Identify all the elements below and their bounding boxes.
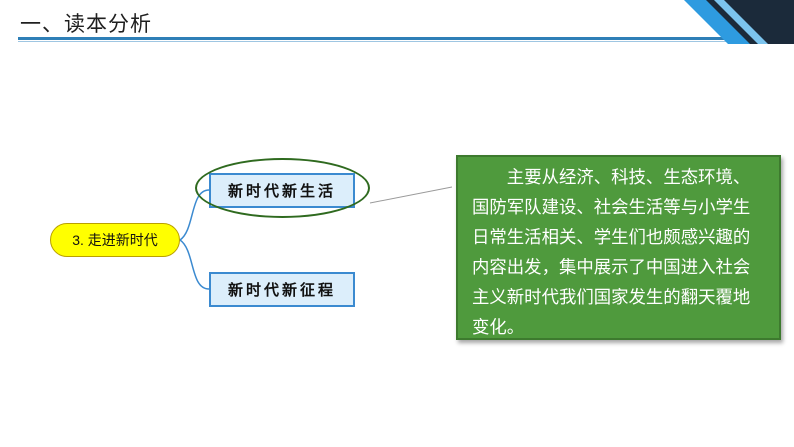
title-underline-thin — [18, 41, 782, 42]
mindmap-root-node: 3. 走进新时代 — [50, 223, 180, 257]
explanation-callout: 主要从经济、科技、生态环境、国防军队建设、社会生活等与小学生日常生活相关、学生们… — [456, 155, 781, 340]
branch-new-journey: 新时代新征程 — [209, 272, 355, 307]
title-underline — [18, 37, 782, 40]
highlight-ellipse — [195, 158, 370, 218]
slide-title: 一、读本分析 — [20, 12, 152, 36]
corner-decoration — [684, 0, 794, 44]
